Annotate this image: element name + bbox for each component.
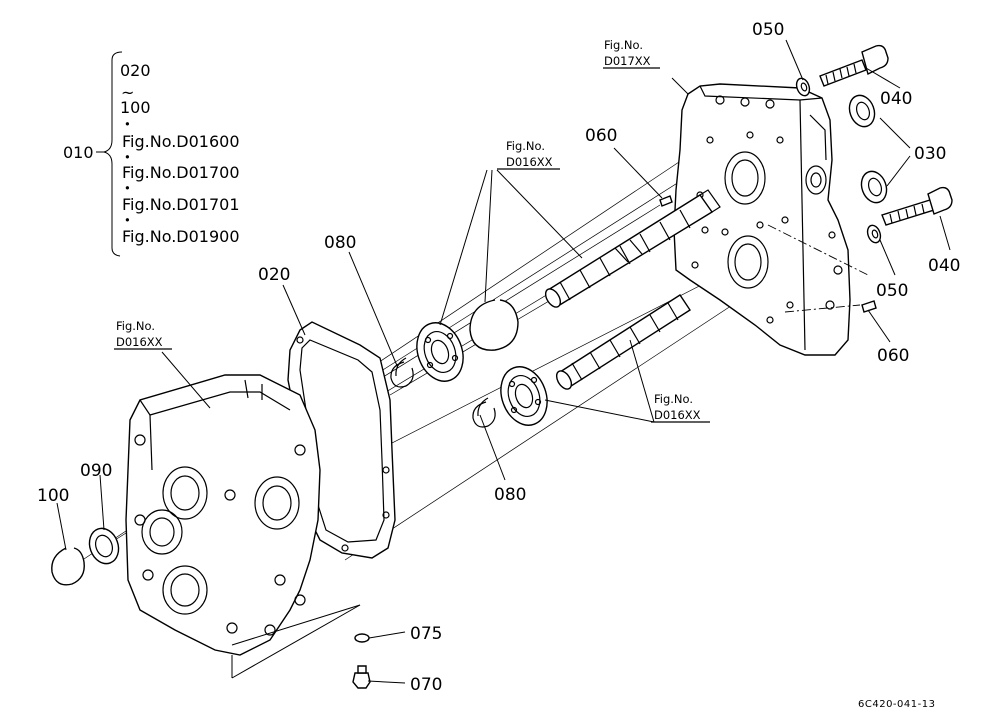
legend-fig-4: Fig.No.D01900 bbox=[122, 227, 240, 246]
legend-range-end: 100 bbox=[120, 98, 151, 117]
oil-seal-upper bbox=[848, 94, 876, 128]
figref-d016-left-line1: Fig.No. bbox=[116, 319, 155, 333]
circlip-lower bbox=[472, 397, 496, 428]
callout-050-middle: 050 bbox=[876, 281, 908, 301]
legend-dot: • bbox=[124, 117, 131, 131]
oil-seal-090 bbox=[88, 527, 120, 565]
dowel-pin-middle bbox=[659, 195, 673, 207]
figref-d016-left-line2: D016XX bbox=[116, 335, 163, 349]
bearing-lower bbox=[500, 366, 548, 426]
callout-090: 090 bbox=[80, 461, 112, 481]
legend-code: 010 bbox=[63, 143, 94, 162]
callout-060-right: 060 bbox=[877, 346, 909, 366]
front-gear-case bbox=[125, 374, 361, 679]
upper-shaft bbox=[544, 189, 721, 308]
o-ring-075 bbox=[354, 633, 370, 643]
callout-030: 030 bbox=[914, 144, 946, 164]
callout-labels: 050 040 030 040 050 060 060 080 020 080 … bbox=[37, 20, 960, 695]
callout-040-middle: 040 bbox=[928, 256, 960, 276]
callout-070: 070 bbox=[410, 675, 442, 695]
legend-range-separator: ~ bbox=[121, 83, 134, 102]
bolt-middle bbox=[881, 186, 953, 226]
legend-fig-2: Fig.No.D01700 bbox=[122, 163, 240, 182]
figref-d016-top-line2: D016XX bbox=[506, 155, 553, 169]
snap-ring-upper-large bbox=[469, 299, 519, 351]
callout-060-middle: 060 bbox=[585, 126, 617, 146]
callout-080-bottom: 080 bbox=[494, 485, 526, 505]
lower-shaft bbox=[555, 294, 691, 390]
bearing-upper bbox=[416, 322, 464, 382]
circlip-upper bbox=[390, 357, 414, 388]
drain-plug-070 bbox=[352, 665, 371, 689]
figref-d017-line2: D017XX bbox=[604, 54, 651, 68]
callout-075: 075 bbox=[410, 624, 442, 644]
figref-d017-line1: Fig.No. bbox=[604, 38, 643, 52]
legend-block: 010 020 ~ 100 • Fig.No.D01600 • Fig.No.D… bbox=[63, 51, 240, 257]
legend-dot: • bbox=[124, 181, 131, 195]
oil-seal-lower bbox=[860, 170, 888, 204]
drawing-code: 6C420-041-13 bbox=[858, 699, 935, 710]
legend-range-start: 020 bbox=[120, 61, 151, 80]
callout-080-top: 080 bbox=[324, 233, 356, 253]
snap-ring-100 bbox=[51, 547, 85, 586]
rear-cover-housing bbox=[671, 77, 869, 356]
figref-d016-bottom-line2: D016XX bbox=[654, 408, 701, 422]
figure-references: Fig.No. D017XX Fig.No. D016XX Fig.No. D0… bbox=[116, 38, 701, 422]
legend-fig-3: Fig.No.D01701 bbox=[122, 195, 240, 214]
washer-top bbox=[795, 77, 811, 97]
legend-fig-1: Fig.No.D01600 bbox=[122, 132, 240, 151]
legend-dot: • bbox=[124, 213, 131, 227]
callout-040-top: 040 bbox=[880, 89, 912, 109]
callout-020: 020 bbox=[258, 265, 290, 285]
bolt-top bbox=[819, 44, 889, 87]
washer-middle bbox=[866, 224, 882, 244]
legend-dot: • bbox=[124, 150, 131, 164]
callout-050-top: 050 bbox=[752, 20, 784, 40]
callout-leaders bbox=[56, 39, 951, 684]
callout-100: 100 bbox=[37, 486, 69, 506]
figref-d016-top-line1: Fig.No. bbox=[506, 139, 545, 153]
dowel-pin-right bbox=[861, 300, 877, 313]
figref-d016-bottom-line1: Fig.No. bbox=[654, 392, 693, 406]
